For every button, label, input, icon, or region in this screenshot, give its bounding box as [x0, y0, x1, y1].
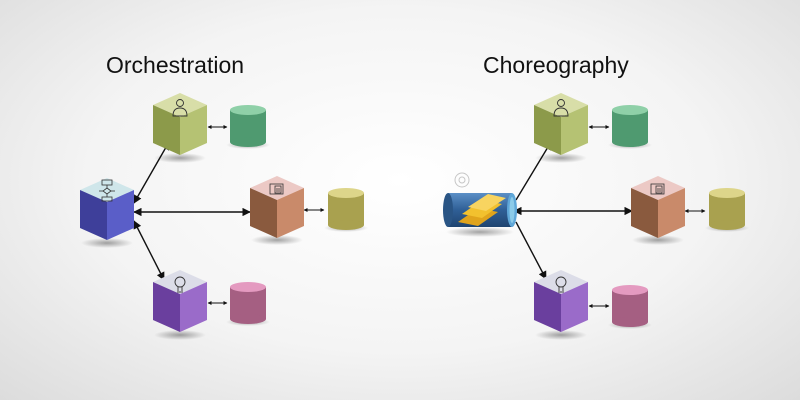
flowchart-icon	[99, 179, 115, 202]
idea-service-cube	[153, 270, 207, 340]
document-service-cube-right	[631, 176, 685, 245]
idea-service-cube-right	[534, 270, 588, 340]
idea-database-right	[608, 285, 652, 329]
document-icon-right	[650, 183, 665, 195]
user-icon	[172, 99, 188, 117]
user-service-cube	[153, 93, 207, 163]
event-bus	[443, 172, 517, 237]
lightbulb-icon	[174, 276, 186, 293]
choreography-title: Choreography	[483, 52, 629, 78]
arrow-bus-idea	[515, 221, 547, 280]
envelopes-icon	[458, 194, 506, 226]
user-database	[226, 105, 270, 149]
orchestrator-cube	[80, 178, 134, 248]
lightbulb-icon-right	[555, 276, 567, 293]
arrow-bus-user	[515, 141, 552, 201]
orchestration-title: Orchestration	[106, 52, 245, 78]
user-database-right	[608, 105, 652, 149]
arrow-orchestrator-idea	[133, 220, 165, 281]
document-database	[324, 188, 368, 232]
arrow-orchestrator-user	[133, 141, 170, 204]
document-service-cube	[250, 176, 304, 245]
document-database-right	[705, 188, 749, 232]
user-icon-right	[553, 99, 569, 117]
idea-database	[226, 282, 270, 326]
user-service-cube-right	[534, 93, 588, 163]
document-icon	[269, 183, 284, 195]
